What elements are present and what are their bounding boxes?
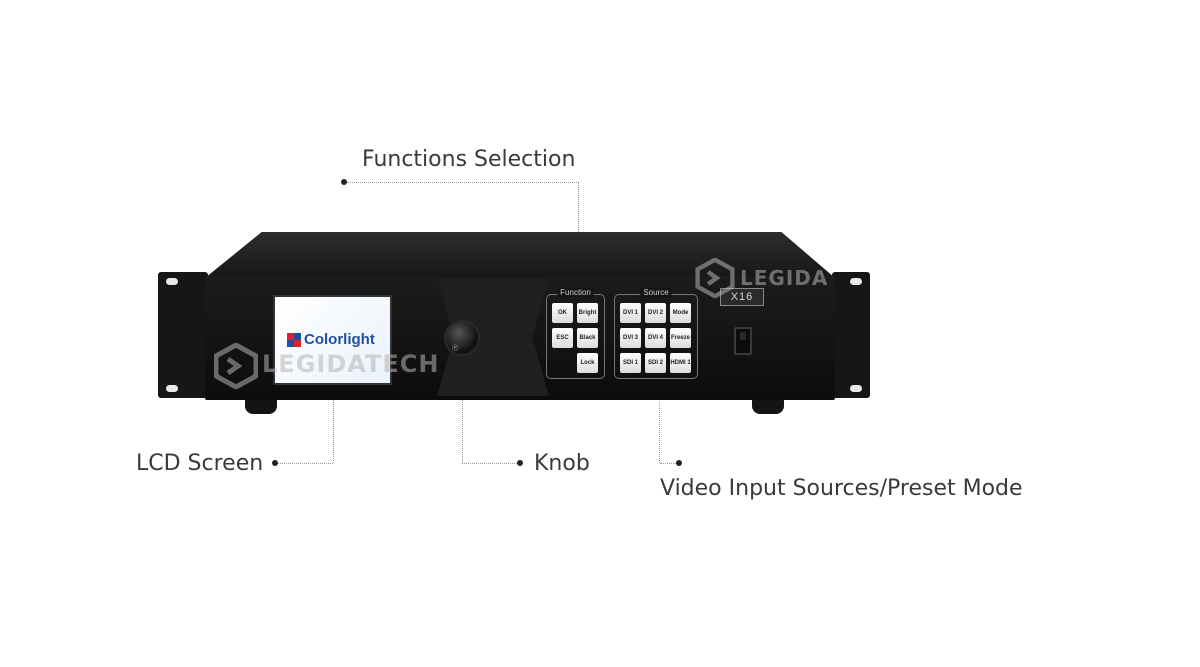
watermark-logo-icon [214,343,258,389]
lcd-screen-label: LCD Screen [136,451,264,476]
rack-ear-hole [850,385,862,392]
functions-selection-label: Functions Selection [362,147,576,172]
lcd-callout-dot [272,460,278,466]
watermark-logo-icon [695,258,735,298]
rack-ear-hole [166,385,178,392]
freeze-key[interactable]: Freeze [670,328,691,348]
source-key-sdi1[interactable]: SDI 1 [620,353,641,373]
function-panel: Function [546,288,605,379]
source-panel: Source [614,288,698,379]
watermark-text: LEGIDA [740,266,829,290]
knob-label: Knob [534,451,590,476]
source-key-dvi4[interactable]: DVI 4 [645,328,666,348]
rack-ear-left [158,272,208,398]
rack-ear-hole [850,278,862,285]
rack-ear-right [832,272,870,398]
knob-callout-line [462,463,517,464]
source-key-dvi2[interactable]: DVI 2 [645,303,666,323]
esc-key[interactable]: ESC [552,328,573,348]
lcd-screen: Colorlight [273,295,392,385]
colorlight-logo: Colorlight [287,331,375,348]
video-input-label: Video Input Sources/Preset Mode [660,476,1023,501]
model-badge: X16 [720,288,764,306]
source-key-dvi3[interactable]: DVI 3 [620,328,641,348]
source-panel-title: Source [640,288,672,297]
registered-mark: ® [452,343,459,353]
power-switch[interactable] [734,327,752,355]
source-key-sdi2[interactable]: SDI 2 [645,353,666,373]
ok-key[interactable]: OK [552,303,573,323]
video-callout-dot [676,460,682,466]
watermark-text: LEGIDATECH [262,350,440,378]
video-callout-line-vertical [659,402,660,463]
lock-key[interactable]: Lock [577,353,598,373]
rotary-knob[interactable] [444,320,480,356]
mode-key[interactable]: Mode [670,303,691,323]
device-foot-left [245,400,277,414]
device-foot-right [752,400,784,414]
lcd-callout-line [278,463,333,464]
source-key-dvi1[interactable]: DVI 1 [620,303,641,323]
black-key[interactable]: Black [577,328,598,348]
rack-ear-hole [166,278,178,285]
lcd-callout-line-vertical [333,386,334,463]
knob-callout-line-vertical [462,400,463,463]
knob-callout-dot [517,460,523,466]
bright-key[interactable]: Bright [577,303,598,323]
colorlight-logo-text: Colorlight [304,331,375,348]
functions-callout-dot [341,179,347,185]
source-key-hdmi1[interactable]: HDMI 1 [670,353,691,373]
colorlight-logo-icon [287,332,301,347]
functions-callout-line [347,182,579,183]
function-panel-title: Function [557,288,594,297]
video-callout-line [660,463,676,464]
